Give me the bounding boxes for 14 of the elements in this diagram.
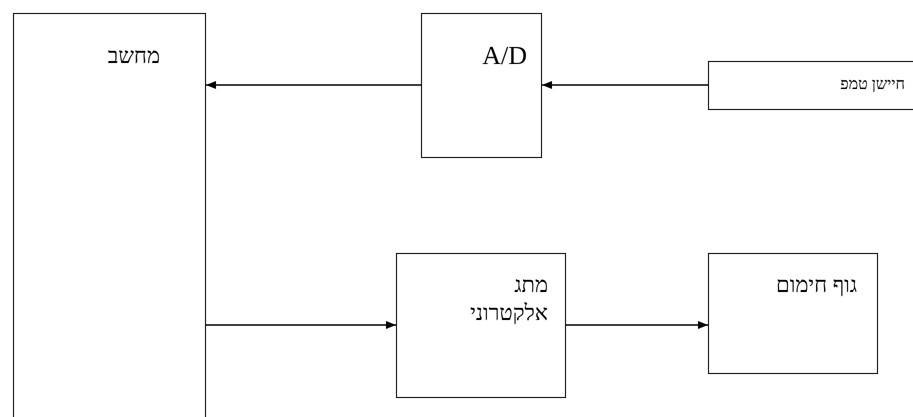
box-label: חיישן טמפ bbox=[840, 75, 905, 95]
switch-box bbox=[396, 253, 566, 398]
arrow bbox=[566, 321, 708, 329]
heater-box bbox=[708, 253, 878, 374]
box-label: A/D bbox=[482, 40, 527, 72]
box-label: מחשב bbox=[108, 42, 160, 70]
arrow bbox=[542, 81, 708, 89]
computer-box bbox=[13, 13, 206, 417]
box-label: גוף חימום bbox=[776, 271, 857, 298]
arrow bbox=[206, 81, 421, 89]
converter-box bbox=[421, 13, 542, 158]
arrow bbox=[206, 321, 396, 329]
sensor-box bbox=[708, 61, 913, 110]
box-label: מתג אלקטרוני bbox=[469, 271, 548, 326]
